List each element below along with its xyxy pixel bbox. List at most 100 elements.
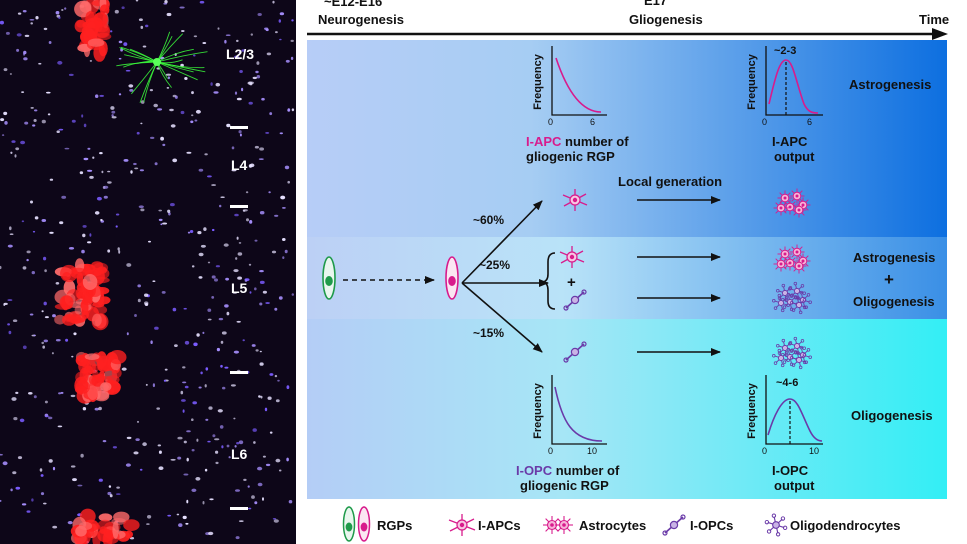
nucleus-dot bbox=[95, 94, 99, 98]
nucleus-dot bbox=[108, 485, 112, 488]
nucleus-dot bbox=[83, 123, 87, 128]
legend-label-astrocytes: Astrocytes bbox=[579, 518, 646, 533]
nucleus-dot bbox=[211, 228, 215, 232]
clone-cell bbox=[93, 44, 106, 62]
nucleus-dot bbox=[189, 230, 194, 233]
nucleus-dot bbox=[219, 425, 224, 429]
nucleus-dot bbox=[87, 241, 92, 244]
nucleus-dot bbox=[260, 395, 263, 399]
oligodendrocyte-glyph bbox=[790, 295, 808, 315]
plot-axes bbox=[765, 46, 823, 116]
nucleus-dot bbox=[220, 340, 224, 344]
nucleus-dot bbox=[166, 12, 172, 17]
nucleus-dot bbox=[234, 91, 238, 95]
nucleus-dot bbox=[172, 158, 178, 163]
clone-cell bbox=[94, 21, 110, 38]
nucleus-dot bbox=[40, 492, 45, 496]
nucleus-dot bbox=[0, 265, 2, 270]
nucleus-dot bbox=[0, 20, 4, 25]
plot-caption: I-OPC bbox=[772, 463, 809, 478]
clone-cell bbox=[87, 385, 98, 401]
nucleus-dot bbox=[158, 466, 164, 471]
plot-iapc-number: Frequency 0 6 I-APC number of gliogenic … bbox=[526, 46, 629, 164]
nucleus-dot bbox=[274, 307, 278, 311]
plot-axes bbox=[551, 46, 607, 116]
nucleus-dot bbox=[38, 62, 42, 65]
clone-cell bbox=[112, 520, 119, 539]
mixed-band bbox=[307, 237, 947, 319]
lineage-diagram: ~E12-E16 E17 Neurogenesis Gliogenesis Ti… bbox=[296, 0, 967, 544]
nucleus-dot bbox=[259, 280, 265, 284]
nucleus-dot bbox=[191, 488, 197, 492]
nucleus-dot bbox=[2, 461, 8, 466]
nucleus-dot bbox=[200, 244, 206, 248]
nucleus-dot bbox=[198, 252, 204, 257]
nucleus-dot bbox=[266, 52, 272, 56]
nucleus-dot bbox=[235, 257, 238, 260]
nucleus-dot bbox=[55, 11, 60, 15]
nucleus-dot bbox=[136, 131, 140, 135]
nucleus-dot bbox=[215, 265, 220, 268]
nucleus-dot bbox=[242, 209, 246, 212]
nucleus-dot bbox=[193, 342, 198, 347]
nucleus-dot bbox=[83, 157, 89, 161]
nucleus-dot bbox=[13, 417, 18, 421]
plot-axes bbox=[765, 375, 823, 445]
nucleus-dot bbox=[170, 203, 175, 207]
legend-oligodendrocyte-icon bbox=[764, 513, 788, 537]
nucleus-dot bbox=[164, 0, 168, 4]
nucleus-dot bbox=[0, 453, 3, 456]
nucleus-dot bbox=[191, 418, 194, 422]
nucleus-dot bbox=[103, 195, 108, 199]
nucleus-dot bbox=[277, 379, 280, 382]
nucleus-dot bbox=[170, 458, 176, 461]
nucleus-dot bbox=[48, 41, 52, 44]
nucleus-dot bbox=[174, 344, 178, 347]
nucleus-dot bbox=[241, 49, 246, 52]
nucleus-dot bbox=[254, 501, 258, 505]
nucleus-dot bbox=[209, 498, 214, 501]
plot-iopc-output: Frequency ~4-6 0 10 I-OPC output bbox=[746, 375, 823, 493]
nucleus-dot bbox=[290, 56, 294, 61]
nucleus-dot bbox=[43, 301, 47, 306]
nucleus-dot bbox=[239, 70, 243, 73]
oligodendrocyte-cluster bbox=[772, 336, 812, 370]
outcome-astrogenesis: Astrogenesis bbox=[849, 77, 931, 92]
nucleus-dot bbox=[77, 484, 83, 487]
nucleus-dot bbox=[10, 151, 13, 154]
nucleus-dot bbox=[265, 302, 270, 304]
nucleus-dot bbox=[46, 91, 51, 94]
nucleus-dot bbox=[234, 213, 239, 217]
nucleus-dot bbox=[10, 488, 13, 492]
nucleus-dot bbox=[21, 503, 27, 506]
nucleus-dot bbox=[286, 457, 289, 462]
nucleus-dot bbox=[26, 250, 31, 254]
nucleus-dot bbox=[196, 438, 199, 442]
nucleus-dot bbox=[49, 231, 54, 234]
nucleus-dot bbox=[226, 123, 231, 128]
plot-peak-label: ~4-6 bbox=[776, 377, 798, 389]
nucleus-dot bbox=[150, 340, 153, 345]
nucleus-dot bbox=[271, 250, 277, 254]
nucleus-dot bbox=[257, 13, 262, 16]
nucleus-dot bbox=[56, 130, 60, 133]
nucleus-dot bbox=[184, 385, 189, 389]
nucleus-dot bbox=[31, 498, 34, 502]
nucleus-dot bbox=[7, 323, 10, 326]
nucleus-dot bbox=[175, 95, 178, 99]
astrocyte-glyph bbox=[789, 244, 805, 260]
nucleus-dot bbox=[157, 108, 163, 111]
outcome-oligogenesis-mixed: Oligogenesis bbox=[853, 294, 935, 309]
nucleus-dot bbox=[211, 184, 217, 186]
nucleus-dot bbox=[154, 162, 158, 166]
nucleus-dot bbox=[65, 338, 69, 342]
nucleus-dot bbox=[128, 84, 134, 88]
nucleus-dot bbox=[158, 209, 162, 212]
nucleus-dot bbox=[250, 33, 253, 36]
nucleus-dot bbox=[150, 136, 155, 139]
plot-tick: 0 bbox=[548, 446, 553, 456]
layer-boundary-marker bbox=[230, 507, 248, 510]
astrocyte-glyph bbox=[773, 256, 789, 272]
nucleus-dot bbox=[55, 339, 61, 342]
nucleus-dot bbox=[57, 60, 63, 65]
